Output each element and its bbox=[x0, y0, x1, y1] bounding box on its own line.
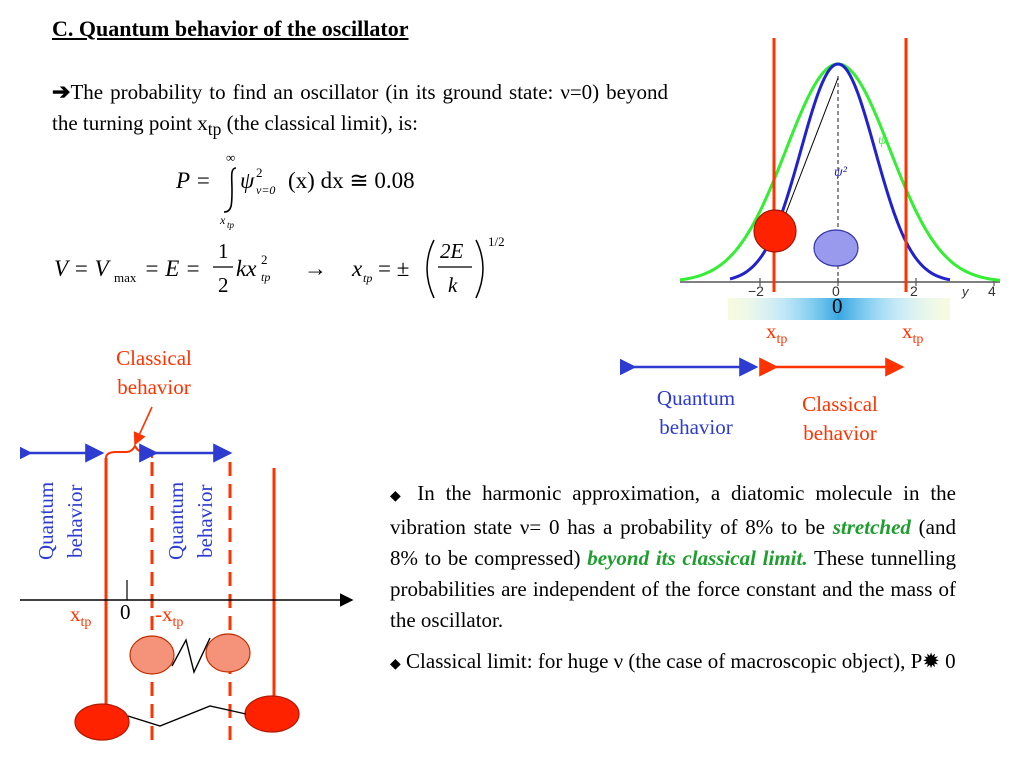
density-band-tint bbox=[728, 298, 950, 320]
eq2-xtp-sub: tp bbox=[363, 271, 372, 285]
eq1-psi-sub: ν=0 bbox=[256, 183, 275, 197]
slide-title: C. Quantum behavior of the oscillator bbox=[52, 16, 409, 41]
diamond-bullet-icon: ◆ bbox=[390, 657, 401, 672]
eq2-kx: kx bbox=[236, 256, 257, 281]
thin-guide-line bbox=[783, 77, 839, 219]
bullet1-emphasis-stretched: stretched bbox=[832, 515, 911, 539]
psi2-curve-label: ψ² bbox=[834, 165, 848, 180]
quantum-behavior-left-label: Quantum behavior bbox=[34, 481, 87, 561]
arrow-right-icon: ➔ bbox=[52, 79, 71, 104]
left-neg-xtp-label: -xtp bbox=[155, 600, 183, 637]
classical-pointer-arrow bbox=[133, 406, 153, 446]
left-neg-xtp-text: -x bbox=[155, 602, 173, 626]
bullet-item-2: ◆ Classical limit: for huge ν (the case … bbox=[390, 646, 956, 680]
bullet1-text-a: In the harmonic approximation, a diatomi… bbox=[390, 481, 956, 539]
left-xtp-text: x bbox=[70, 602, 81, 626]
y-axis-label: y bbox=[961, 284, 970, 299]
small-ball-left bbox=[129, 635, 175, 675]
wave-red-ball bbox=[753, 209, 797, 253]
quantum-behavior-right-label: Quantum behavior bbox=[164, 481, 217, 561]
tick-label-2: 2 bbox=[910, 283, 918, 299]
small-ball-right bbox=[205, 633, 251, 673]
intro-paragraph: ➔The probability to find an oscillator (… bbox=[52, 76, 668, 145]
eq2-arrow: → bbox=[304, 256, 327, 281]
left-oscillator-diagram bbox=[20, 406, 354, 741]
eq2-xtp: x bbox=[351, 256, 363, 281]
bullet1-text-b: (and 8% to be compressed) bbox=[390, 515, 956, 570]
eq2-kx-sub: tp bbox=[261, 270, 270, 284]
bullet1-emphasis-limit: beyond its classical limit. bbox=[587, 546, 808, 570]
intro-text-2: (the classical limit), is: bbox=[221, 111, 418, 135]
psi-curve-label: ψ bbox=[878, 133, 887, 148]
left-xtp-label: xtp bbox=[70, 600, 91, 637]
eq2-vmax-sub: max bbox=[114, 270, 137, 285]
eq2-frac-den: 2 bbox=[218, 273, 229, 297]
intro-sub: tp bbox=[207, 119, 222, 140]
eq2-left-paren bbox=[426, 239, 435, 299]
wave-lavender-ball bbox=[813, 229, 859, 267]
eq2-part1: V = V bbox=[54, 256, 112, 281]
small-spring bbox=[171, 637, 211, 675]
eq1-lhs: P = bbox=[175, 168, 211, 193]
bullet1-text-c: These tunnelling probabilities are indep… bbox=[390, 546, 957, 632]
wavefunction-plot: ψ ψ² −2 0 2 4 y 0 xtp xtp bbox=[620, 38, 1001, 377]
eq2-exponent: 1/2 bbox=[488, 234, 505, 249]
probability-equation: P = ∞ x tp ψ 2 ν=0 (x) dx ≅ 0.08 bbox=[175, 150, 415, 230]
left-xtp-sub: tp bbox=[80, 615, 92, 631]
eq2-big-num: 2E bbox=[440, 239, 464, 263]
integral-sign bbox=[223, 167, 237, 213]
eq1-rest: (x) dx ≅ 0.08 bbox=[288, 168, 415, 193]
turning-point-equation: V = V max = E = 1 2 kx 2 tp → x tp = ± 2… bbox=[54, 234, 505, 299]
big-spring bbox=[127, 705, 247, 727]
classical-behavior-top-label: Classical behavior bbox=[116, 346, 192, 399]
bullet2-text-a: Classical limit: for huge ν (the case of… bbox=[406, 649, 923, 673]
band-zero-label: 0 bbox=[832, 294, 843, 318]
diamond-bullet-icon: ◆ bbox=[390, 489, 407, 504]
eq2-frac-num: 1 bbox=[218, 239, 229, 263]
big-ball-left bbox=[74, 703, 130, 741]
wave-quantum-label: Quantum behavior bbox=[656, 386, 736, 439]
bullet-list: ◆ In the harmonic approximation, a diato… bbox=[390, 478, 956, 690]
eq1-psi-sup: 2 bbox=[256, 165, 263, 180]
tick-label-0: 0 bbox=[832, 283, 840, 299]
big-ball-right bbox=[244, 695, 300, 733]
tick-label-4: 4 bbox=[988, 283, 996, 299]
eq1-upper-limit: ∞ bbox=[226, 150, 235, 165]
wave-right-xtp: xtp bbox=[902, 319, 923, 347]
bullet2-text-b: 0 bbox=[939, 649, 956, 673]
wave-left-xtp: xtp bbox=[766, 319, 787, 347]
eq1-lower-sub: tp bbox=[227, 220, 235, 230]
eq2-big-den: k bbox=[448, 273, 458, 297]
eq2-pm: = ± bbox=[378, 256, 409, 281]
intro-text-1: The probability to find an oscillator (i… bbox=[52, 80, 668, 135]
tick-label-m2: −2 bbox=[748, 283, 764, 299]
left-neg-xtp-sub: tp bbox=[172, 615, 184, 631]
eq2-part2: = E = bbox=[144, 256, 201, 281]
eq1-lower-limit: x bbox=[219, 213, 226, 227]
wave-classical-label: Classical behavior bbox=[802, 392, 878, 445]
eq2-kx-sup: 2 bbox=[261, 252, 268, 267]
eq1-psi: ψ bbox=[240, 168, 255, 193]
eq2-right-paren bbox=[475, 239, 484, 299]
left-origin-label: 0 bbox=[120, 600, 131, 624]
classical-brace bbox=[105, 443, 153, 459]
tends-to-symbol: ✹ bbox=[922, 649, 940, 673]
bullet-item-1: ◆ In the harmonic approximation, a diato… bbox=[390, 478, 956, 636]
